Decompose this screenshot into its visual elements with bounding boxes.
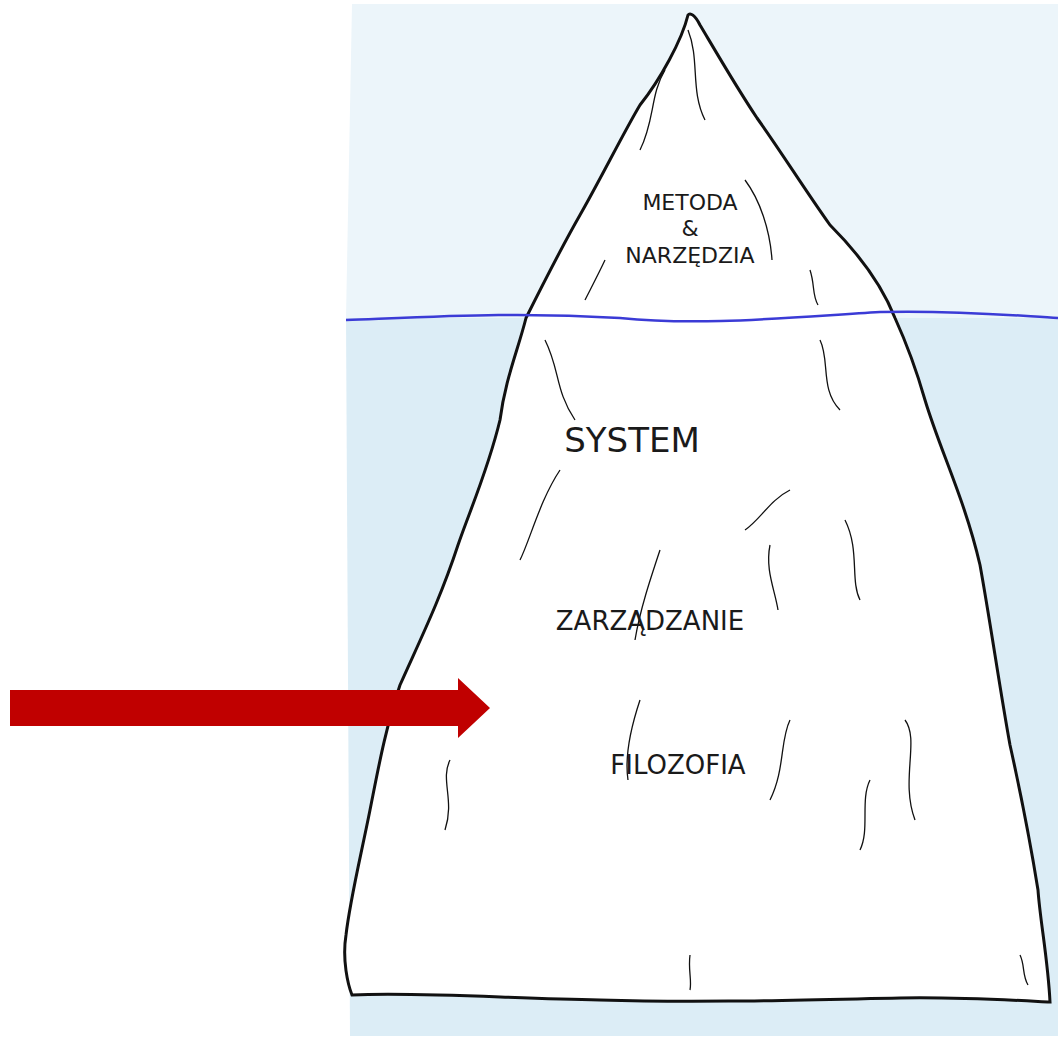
iceberg-outline	[345, 14, 1050, 1002]
layer-label: METODA & NARZĘDZIA	[625, 190, 754, 269]
layer-label: ZARZĄDZANIE	[556, 606, 744, 637]
layer-label: FILOZOFIA	[610, 750, 745, 781]
waterline	[346, 312, 1058, 322]
ice-cracks	[445, 30, 1028, 990]
pointer-arrow	[10, 678, 490, 738]
layer-label: SYSTEM	[564, 420, 700, 461]
